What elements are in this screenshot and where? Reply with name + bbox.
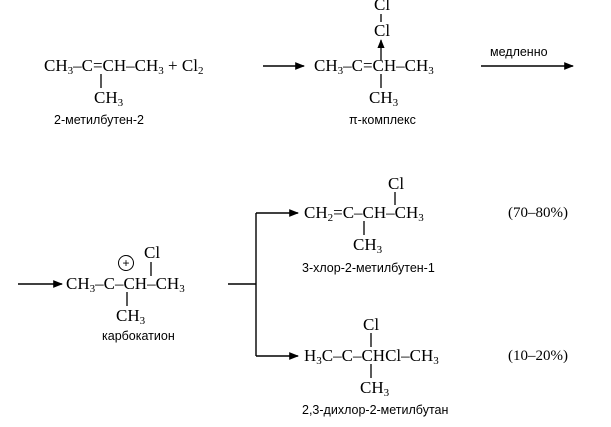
reactant-name: 2-метилбутен-2 <box>54 113 144 127</box>
product-2-name: 2,3-дихлор-2-метилбутан <box>302 403 449 417</box>
product-1-yield: (70–80%) <box>508 205 568 221</box>
product-2-yield: (10–20%) <box>508 348 568 364</box>
product-2-formula: H3C–C–CHCl–CH3 <box>304 346 439 367</box>
product-1-name: 3-хлор-2-метилбутен-1 <box>302 261 435 275</box>
carbocation-methyl: CH3 <box>116 306 146 327</box>
product-2-methyl: CH3 <box>360 378 390 399</box>
product-1-cl: Cl <box>388 174 405 193</box>
product-1-methyl: CH3 <box>353 235 383 256</box>
reactant-methyl: CH3 <box>94 88 124 109</box>
carbocation-name: карбокатион <box>102 329 175 343</box>
condition-slow: медленно <box>490 45 548 59</box>
carbocation-formula: CH3–C–CH–CH3 <box>66 274 185 295</box>
reactant-formula: CH3–C=CH–CH3 + Cl2 <box>44 56 204 77</box>
pi-complex-name: π-комплекс <box>349 113 416 127</box>
pi-complex-methyl: CH3 <box>369 88 399 109</box>
pi-complex-formula: CH3–C=CH–CH3 <box>314 56 434 77</box>
positive-charge-icon: + <box>118 255 134 271</box>
pi-complex-cl-top: Cl <box>374 0 391 14</box>
product-1-formula: CH2=C–CH–CH3 <box>304 203 424 224</box>
carbocation-cl: Cl <box>144 243 161 262</box>
product-2-cl: Cl <box>363 315 380 334</box>
pi-complex-cl: Cl <box>374 21 391 40</box>
